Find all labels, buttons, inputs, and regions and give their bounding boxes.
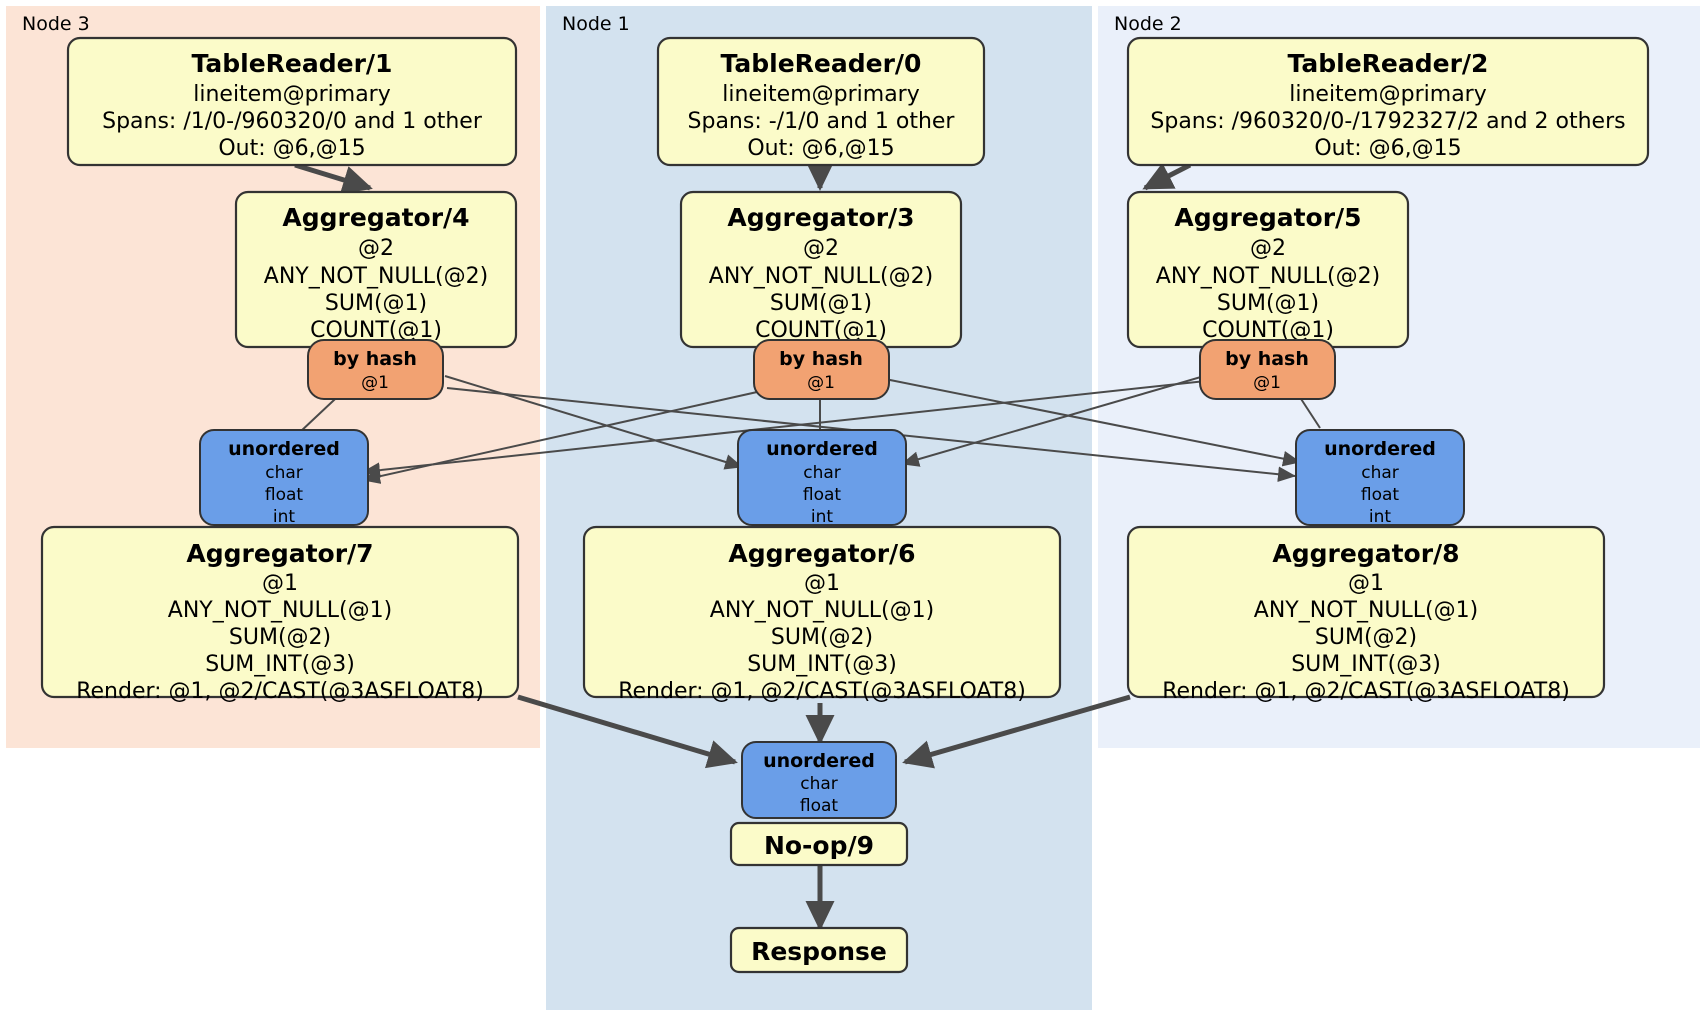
box-tablereader-1[interactable]: TableReader/1 lineitem@primary Spans: /1…	[66, 36, 518, 167]
edge-byhash-left-to-unordered-mid	[444, 375, 743, 470]
edge-byhash-right-to-unordered-mid	[901, 371, 1219, 467]
box-aggregator-8-line-0: @1	[1348, 571, 1384, 596]
box-aggregator-7[interactable]: Aggregator/7 @1 ANY_NOT_NULL(@1) SUM(@2)…	[40, 525, 520, 704]
sync-unordered-mid-line-1: float	[803, 485, 842, 505]
sync-unordered-mid-title: unordered	[766, 438, 878, 460]
box-noop-9-title: No-op/9	[764, 831, 874, 860]
sync-unordered-final[interactable]: unordered char float	[741, 741, 897, 819]
box-aggregator-6-line-4: Render: @1, @2/CAST(@3ASFLOAT8)	[618, 679, 1026, 704]
box-tablereader-1-line-0: lineitem@primary	[193, 82, 391, 107]
box-aggregator-6[interactable]: Aggregator/6 @1 ANY_NOT_NULL(@1) SUM(@2)…	[582, 525, 1062, 704]
box-tablereader-1-title: TableReader/1	[192, 49, 393, 78]
box-aggregator-4-line-0: @2	[358, 236, 394, 261]
box-aggregator-7-line-3: SUM_INT(@3)	[205, 652, 355, 677]
box-tablereader-0-line-2: Out: @6,@15	[747, 136, 894, 161]
box-tablereader-2-title: TableReader/2	[1288, 49, 1489, 78]
box-aggregator-8-line-1: ANY_NOT_NULL(@1)	[1254, 598, 1478, 623]
box-response-title: Response	[751, 937, 887, 966]
sync-unordered-right-title: unordered	[1324, 438, 1436, 460]
router-by-hash-left-title: by hash	[333, 348, 417, 370]
box-aggregator-7-line-2: SUM(@2)	[229, 625, 331, 650]
box-tablereader-0-line-0: lineitem@primary	[722, 82, 920, 107]
box-response[interactable]: Response	[729, 926, 909, 974]
box-aggregator-3-title: Aggregator/3	[727, 203, 914, 232]
sync-unordered-right-line-2: int	[1369, 507, 1391, 527]
box-aggregator-3-line-0: @2	[803, 236, 839, 261]
box-tablereader-0-title: TableReader/0	[721, 49, 922, 78]
box-aggregator-5[interactable]: Aggregator/5 @2 ANY_NOT_NULL(@2) SUM(@1)…	[1126, 190, 1410, 349]
sync-unordered-left-line-0: char	[265, 463, 303, 483]
router-by-hash-left[interactable]: by hash @1	[307, 339, 444, 400]
router-by-hash-mid-title: by hash	[779, 348, 863, 370]
sync-unordered-mid-line-0: char	[803, 463, 841, 483]
box-tablereader-1-line-2: Out: @6,@15	[218, 136, 365, 161]
edge-aggregator7-to-unordered-final	[517, 694, 738, 769]
box-tablereader-2-line-0: lineitem@primary	[1289, 82, 1487, 107]
box-aggregator-4-line-2: SUM(@1)	[325, 291, 427, 316]
sync-unordered-left-title: unordered	[228, 438, 340, 460]
box-aggregator-5-title: Aggregator/5	[1174, 203, 1361, 232]
box-aggregator-7-title: Aggregator/7	[186, 539, 373, 568]
box-aggregator-5-line-1: ANY_NOT_NULL(@2)	[1156, 264, 1380, 289]
router-by-hash-mid-line-0: @1	[807, 373, 835, 393]
router-by-hash-right[interactable]: by hash @1	[1199, 339, 1336, 400]
box-aggregator-3-line-3: COUNT(@1)	[755, 318, 887, 343]
sync-unordered-mid-line-2: int	[811, 507, 833, 527]
box-aggregator-4-title: Aggregator/4	[282, 203, 469, 232]
box-aggregator-6-line-2: SUM(@2)	[771, 625, 873, 650]
box-aggregator-3[interactable]: Aggregator/3 @2 ANY_NOT_NULL(@2) SUM(@1)…	[679, 190, 963, 349]
router-by-hash-left-line-0: @1	[361, 373, 389, 393]
box-aggregator-3-line-1: ANY_NOT_NULL(@2)	[709, 264, 933, 289]
box-aggregator-6-title: Aggregator/6	[728, 539, 915, 568]
box-aggregator-8-line-3: SUM_INT(@3)	[1291, 652, 1441, 677]
box-tablereader-0[interactable]: TableReader/0 lineitem@primary Spans: -/…	[656, 36, 986, 167]
panel-node-1-label: Node 1	[562, 13, 630, 35]
box-aggregator-6-line-1: ANY_NOT_NULL(@1)	[710, 598, 934, 623]
box-aggregator-7-line-0: @1	[262, 571, 298, 596]
edge-byhash-mid-to-unordered-right	[879, 377, 1301, 467]
sync-unordered-final-line-1: float	[800, 796, 839, 816]
router-by-hash-mid[interactable]: by hash @1	[753, 339, 890, 400]
edge-aggregator8-to-unordered-final	[902, 694, 1131, 769]
sync-unordered-right[interactable]: unordered char float int	[1295, 429, 1465, 527]
box-aggregator-7-line-4: Render: @1, @2/CAST(@3ASFLOAT8)	[76, 679, 484, 704]
panel-node-2-label: Node 2	[1114, 13, 1182, 35]
box-aggregator-4-line-1: ANY_NOT_NULL(@2)	[264, 264, 488, 289]
edge-byhash-right-to-unordered-left	[362, 379, 1216, 478]
edge-tablereader1-to-aggregator4	[294, 162, 373, 194]
box-tablereader-1-line-1: Spans: /1/0-/960320/0 and 1 other	[102, 109, 483, 134]
sync-unordered-left-line-2: int	[273, 507, 295, 527]
router-by-hash-right-line-0: @1	[1253, 373, 1281, 393]
box-aggregator-8[interactable]: Aggregator/8 @1 ANY_NOT_NULL(@1) SUM(@2)…	[1126, 525, 1606, 704]
sync-unordered-mid[interactable]: unordered char float int	[737, 429, 907, 527]
box-aggregator-5-line-2: SUM(@1)	[1217, 291, 1319, 316]
box-aggregator-4-line-3: COUNT(@1)	[310, 318, 442, 343]
box-aggregator-4[interactable]: Aggregator/4 @2 ANY_NOT_NULL(@2) SUM(@1)…	[234, 190, 518, 349]
box-aggregator-8-line-2: SUM(@2)	[1315, 625, 1417, 650]
sync-unordered-left-line-1: float	[265, 485, 304, 505]
box-aggregator-8-title: Aggregator/8	[1272, 539, 1459, 568]
sync-unordered-right-line-0: char	[1361, 463, 1399, 483]
box-aggregator-3-line-2: SUM(@1)	[770, 291, 872, 316]
box-aggregator-6-line-0: @1	[804, 571, 840, 596]
box-tablereader-2-line-1: Spans: /960320/0-/1792327/2 and 2 others	[1150, 109, 1625, 134]
sync-unordered-final-title: unordered	[763, 750, 875, 772]
box-aggregator-5-line-3: COUNT(@1)	[1202, 318, 1334, 343]
box-tablereader-2[interactable]: TableReader/2 lineitem@primary Spans: /9…	[1126, 36, 1650, 167]
box-tablereader-0-line-1: Spans: -/1/0 and 1 other	[688, 109, 956, 134]
sync-unordered-final-line-0: char	[800, 774, 838, 794]
box-aggregator-6-line-3: SUM_INT(@3)	[747, 652, 897, 677]
sync-unordered-left[interactable]: unordered char float int	[199, 429, 369, 527]
box-noop-9[interactable]: No-op/9	[729, 821, 909, 867]
box-aggregator-5-line-0: @2	[1250, 236, 1286, 261]
sync-unordered-right-line-1: float	[1361, 485, 1400, 505]
router-by-hash-right-title: by hash	[1225, 348, 1309, 370]
edge-tablereader2-to-aggregator5	[1142, 162, 1192, 191]
box-aggregator-8-line-4: Render: @1, @2/CAST(@3ASFLOAT8)	[1162, 679, 1570, 704]
panel-node-3-label: Node 3	[22, 13, 90, 35]
box-aggregator-7-line-1: ANY_NOT_NULL(@1)	[168, 598, 392, 623]
box-tablereader-2-line-2: Out: @6,@15	[1314, 136, 1461, 161]
